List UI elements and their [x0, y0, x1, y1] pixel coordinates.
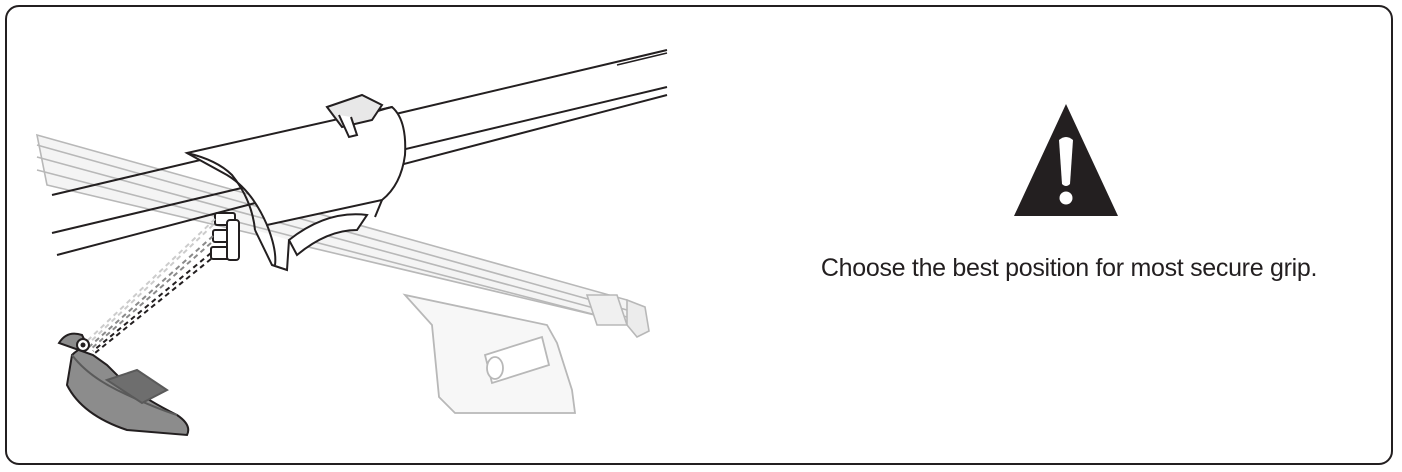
instruction-panel: Choose the best position for most secure… — [5, 5, 1393, 465]
grip-pad — [57, 332, 190, 437]
position-guide-lines — [84, 218, 216, 354]
roof-foot — [402, 293, 577, 414]
tube-clamp — [184, 93, 407, 272]
instruction-caption: Choose the best position for most secure… — [820, 254, 1318, 282]
clamp-positions — [210, 212, 240, 261]
warning-triangle-icon — [1014, 104, 1118, 216]
roof-bar-clamp-illustration — [35, 49, 668, 437]
